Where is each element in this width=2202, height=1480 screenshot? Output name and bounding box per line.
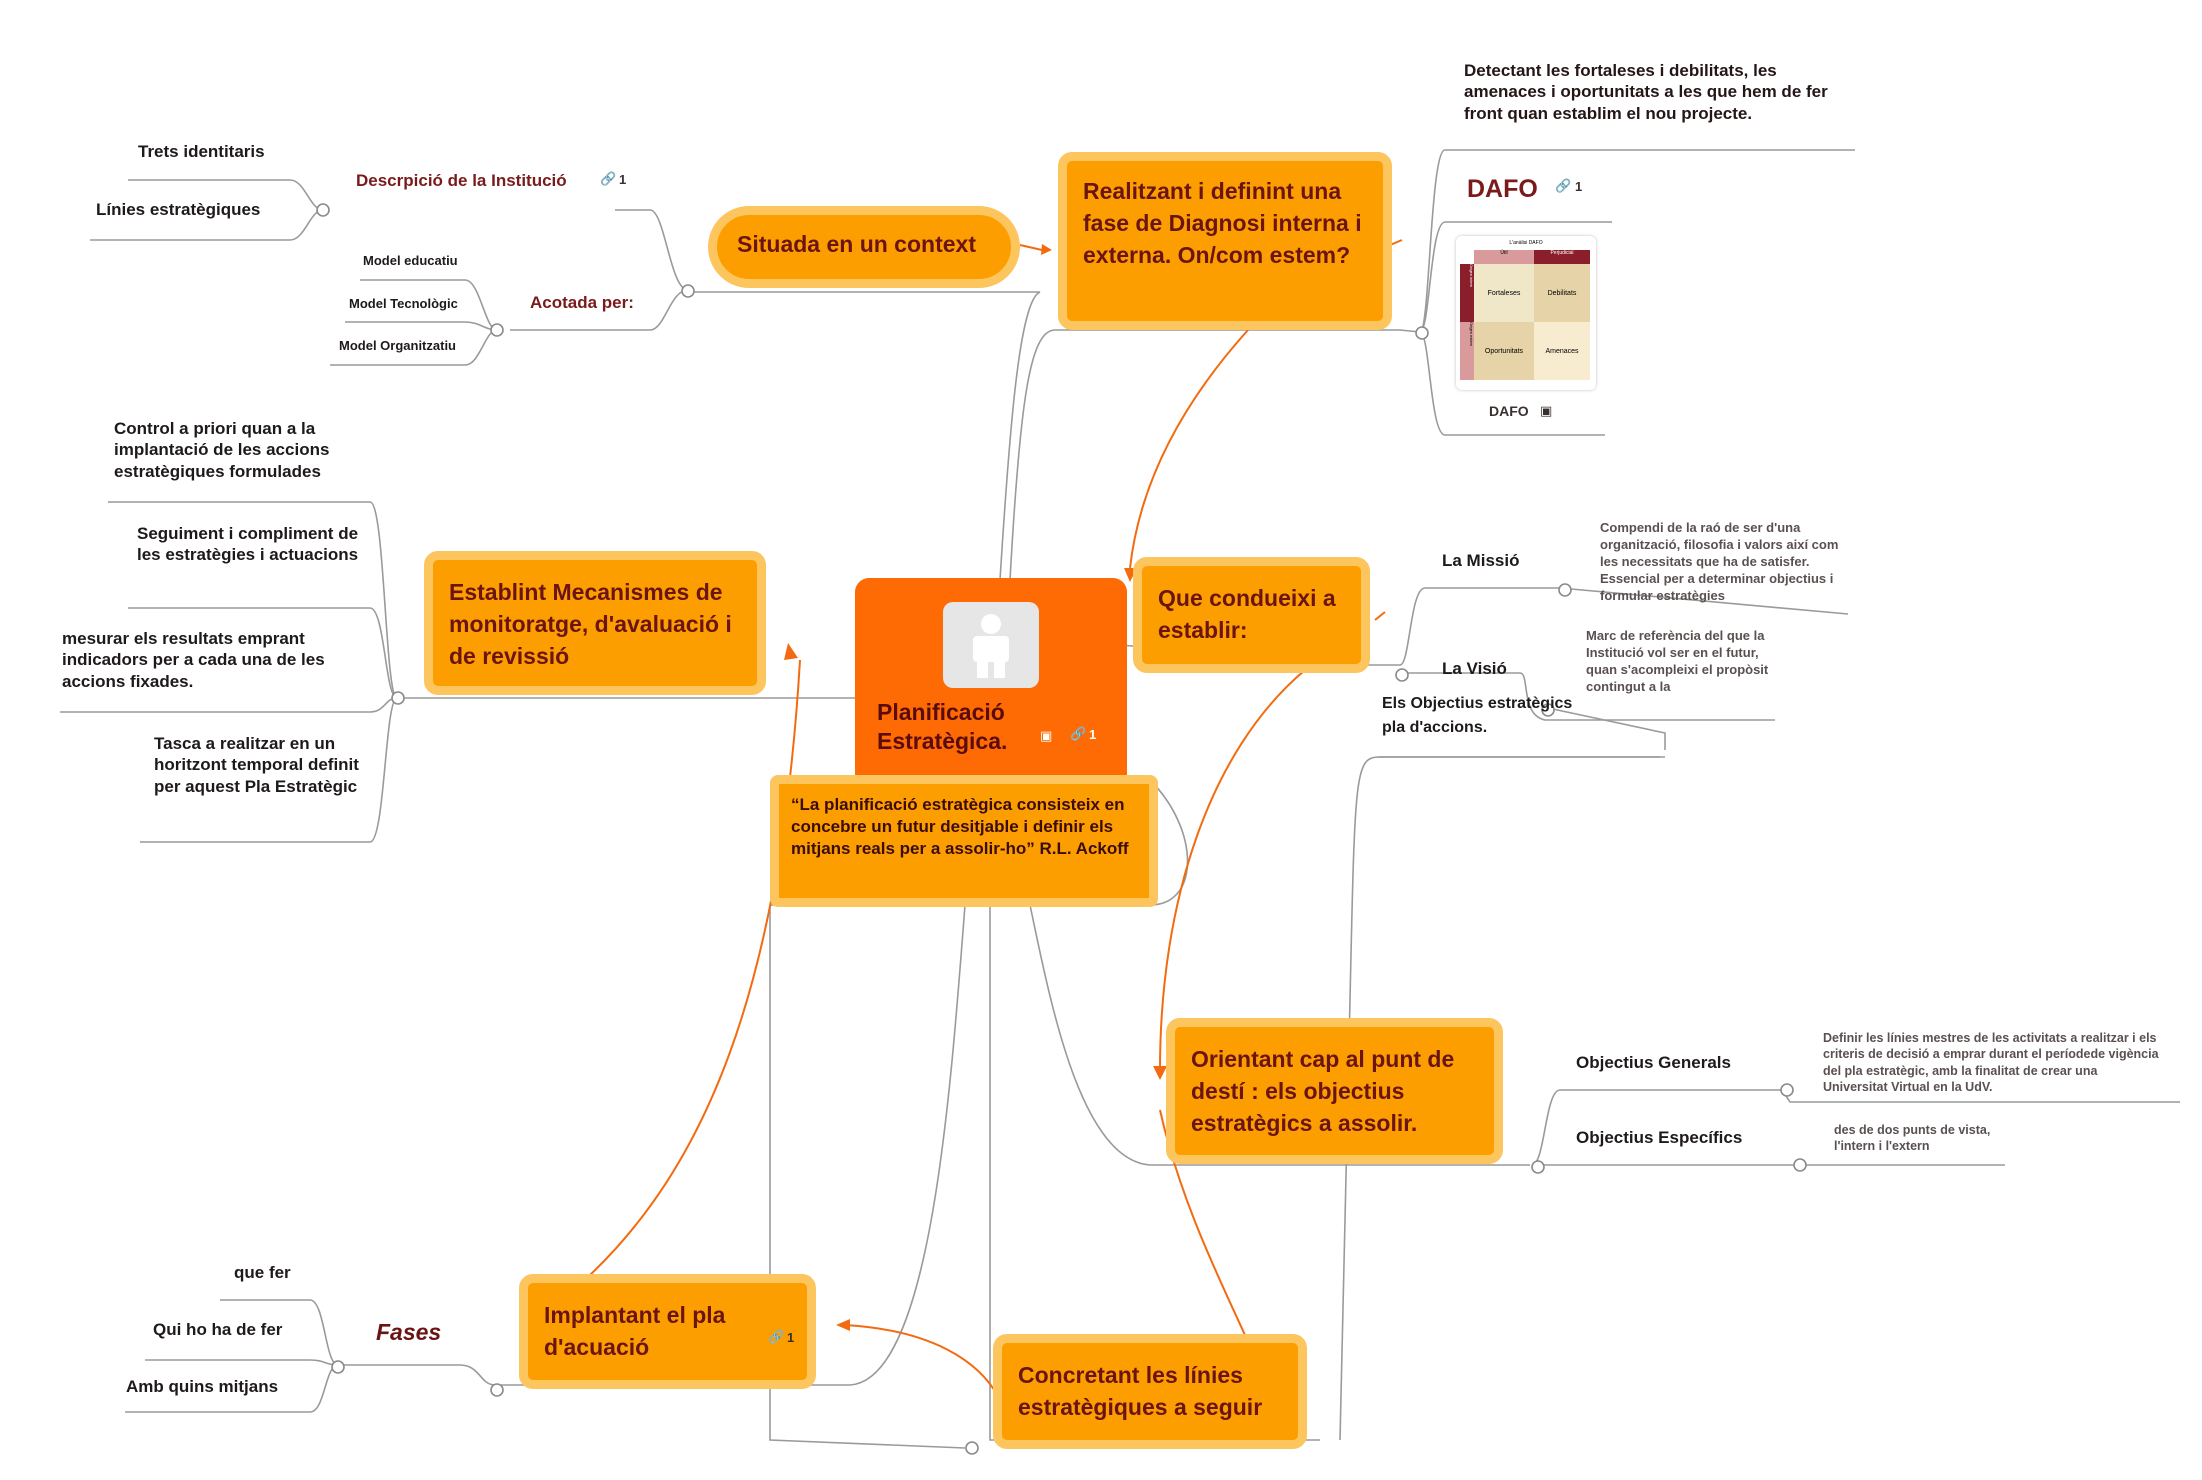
diagnosi-node[interactable]: Realitzant i definint una fase de Diagno…	[1058, 152, 1392, 330]
objectius-node[interactable]: Orientant cap al punt de destí : els obj…	[1166, 1018, 1503, 1164]
concretant-label: Concretant les línies estratègiques a se…	[1018, 1362, 1263, 1421]
context-node[interactable]: Situada en un context	[708, 206, 1020, 288]
condueixi-label: Que condueixi a establir:	[1158, 585, 1336, 644]
link-icon[interactable]: 🔗	[1555, 178, 1572, 193]
dafo-img-row1: Origen intern	[1460, 264, 1474, 322]
monitoratge-label: Establint Mecanismes de monitoratge, d'a…	[449, 579, 732, 670]
implantant-node[interactable]: Implantant el pla d'acuació 🔗 1	[519, 1274, 816, 1389]
line-center-context	[999, 291, 1041, 581]
dafo-caption: DAFO	[1489, 403, 1529, 419]
descripcio-label: Descrpició de la Institució	[356, 171, 567, 190]
dafo-image[interactable]: L'anàlisi DAFO Útil Perjudicial Origen i…	[1456, 236, 1596, 390]
link-count: 1	[1089, 727, 1097, 742]
acotada-label: Acotada per:	[530, 293, 634, 312]
fase-que-fer: que fer	[234, 1263, 291, 1282]
quote-node[interactable]: “La planificació estratègica consisteix …	[770, 775, 1158, 907]
visio-desc: Marc de referència del que la Institució…	[1586, 628, 1769, 694]
fases-label: Fases	[376, 1319, 442, 1345]
overlap-line2: pla d'accions.	[1382, 719, 1488, 736]
dafo-debilitats: Debilitats	[1534, 264, 1590, 322]
especifics-desc: des de dos punts de vista, l'intern i l'…	[1834, 1123, 1991, 1154]
visio-label: La Visió	[1442, 659, 1507, 678]
central-image	[943, 602, 1039, 688]
objectius-label: Orientant cap al punt de destí : els obj…	[1191, 1046, 1455, 1137]
implantant-label: Implantant el pla d'acuació	[544, 1302, 726, 1361]
dafo-amenaces: Amenaces	[1534, 322, 1590, 380]
dafo-img-col2: Perjudicial	[1534, 250, 1590, 264]
monitoratge-item-2: Seguiment i compliment de les estratègie…	[137, 524, 359, 565]
fase-mitjans: Amb quins mitjans	[126, 1377, 279, 1396]
dafo-img-col1: Útil	[1474, 250, 1534, 264]
line-center-objectius	[1029, 904, 1530, 1166]
image-icon[interactable]: ▣	[1040, 728, 1053, 743]
dafo-oportunitats: Oportunitats	[1474, 322, 1534, 380]
dafo-img-row2: Origen extern	[1460, 322, 1474, 380]
concretant-node[interactable]: Concretant les línies estratègiques a se…	[993, 1334, 1307, 1449]
descripcio-link-count: 1	[619, 172, 627, 187]
missio-desc: Compendi de la raó de ser d'una organitz…	[1600, 520, 1839, 603]
model-educatiu: Model educatiu	[363, 253, 458, 268]
condueixi-node[interactable]: Que condueixi a establir:	[1133, 557, 1370, 673]
monitoratge-item-4: Tasca a realitzar en un horitzont tempor…	[154, 734, 359, 796]
line-center-diagnosi	[1009, 329, 1400, 581]
objectius-generals: Objectius Generals	[1576, 1053, 1731, 1072]
image-icon[interactable]: ▣	[1540, 403, 1553, 418]
link-icon[interactable]: 🔗	[1070, 726, 1087, 741]
dafo-title: DAFO	[1467, 175, 1538, 203]
monitoratge-item-1: Control a priori quan a la implantació d…	[114, 419, 330, 481]
implantant-link-count: 1	[787, 1330, 795, 1345]
quote-text: “La planificació estratègica consisteix …	[791, 795, 1129, 859]
objectius-especifics: Objectius Específics	[1576, 1128, 1743, 1147]
monitoratge-item-3: mesurar els resultats emprant indicadors…	[62, 629, 325, 691]
missio-label: La Missió	[1442, 551, 1520, 570]
model-tecnologic: Model Tecnològic	[349, 296, 458, 311]
central-title: Planificació Estratègica.	[877, 699, 1008, 754]
link-icon[interactable]: 🔗	[768, 1329, 785, 1344]
monitoratge-node[interactable]: Establint Mecanismes de monitoratge, d'a…	[424, 551, 766, 695]
line-center-implantant	[497, 904, 966, 1386]
dafo-fortaleses: Fortaleses	[1474, 264, 1534, 322]
puzzle-person-icon	[973, 614, 1009, 678]
linies-label: Línies estratègiques	[96, 200, 261, 219]
detectant-text: Detectant les fortaleses i debilitats, l…	[1464, 61, 1828, 123]
trets-label: Trets identitaris	[138, 142, 265, 161]
context-label: Situada en un context	[737, 231, 976, 257]
fase-qui: Qui ho ha de fer	[153, 1320, 283, 1339]
generals-desc: Definir les línies mestres de les activi…	[1823, 1031, 2159, 1094]
link-icon[interactable]: 🔗	[600, 171, 617, 186]
dafo-img-header: L'anàlisi DAFO	[1509, 240, 1543, 246]
model-organitzatiu: Model Organitzatiu	[339, 338, 456, 353]
diagnosi-label: Realitzant i definint una fase de Diagno…	[1083, 178, 1362, 269]
dafo-link-count: 1	[1575, 179, 1583, 194]
overlap-line1: Els Objectius estratègics	[1382, 695, 1573, 712]
